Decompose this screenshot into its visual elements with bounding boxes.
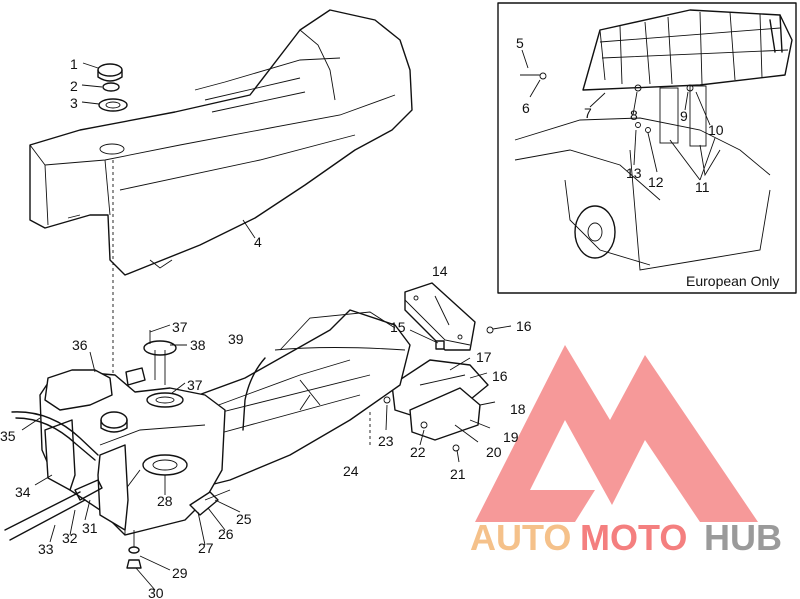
callout-37b: 37 bbox=[187, 377, 203, 393]
callout-10: 10 bbox=[708, 122, 724, 138]
callout-23: 23 bbox=[378, 433, 394, 449]
callout-16a: 16 bbox=[516, 318, 532, 334]
callout-2: 2 bbox=[70, 78, 78, 94]
callout-3: 3 bbox=[70, 95, 78, 111]
fuel-tank-frame-assembly bbox=[4, 309, 411, 591]
watermark-auto: AUTO bbox=[470, 517, 571, 558]
callout-18: 18 bbox=[510, 401, 526, 417]
inset-caption: European Only bbox=[686, 273, 779, 289]
callout-11: 11 bbox=[695, 179, 710, 195]
callout-17: 17 bbox=[476, 349, 492, 365]
callout-38: 38 bbox=[190, 337, 206, 353]
callout-34: 34 bbox=[15, 484, 31, 500]
callout-27: 27 bbox=[198, 540, 214, 556]
plate-bracket-assembly bbox=[383, 282, 512, 463]
callout-21: 21 bbox=[450, 466, 466, 482]
callout-6: 6 bbox=[522, 100, 530, 116]
callout-36: 36 bbox=[72, 337, 88, 353]
callout-37a: 37 bbox=[172, 319, 188, 335]
callout-1: 1 bbox=[70, 56, 78, 72]
callout-31: 31 bbox=[82, 520, 98, 536]
inset-european-rack bbox=[497, 2, 797, 294]
seat-drawing bbox=[29, 9, 413, 276]
fuel-cap-assembly bbox=[81, 62, 128, 390]
callout-7: 7 bbox=[584, 105, 592, 121]
callout-32: 32 bbox=[62, 530, 78, 546]
callout-24: 24 bbox=[343, 463, 359, 479]
callout-19: 19 bbox=[503, 429, 519, 445]
callout-28: 28 bbox=[157, 493, 173, 509]
callout-13: 13 bbox=[626, 165, 642, 181]
callout-12: 12 bbox=[648, 174, 664, 190]
callout-35: 35 bbox=[0, 428, 16, 444]
callout-labels: 1 2 3 4 5 6 7 8 9 10 11 12 13 14 15 16 1… bbox=[0, 35, 724, 599]
callout-9: 9 bbox=[680, 108, 688, 124]
callout-33: 33 bbox=[38, 541, 54, 557]
callout-20: 20 bbox=[486, 444, 502, 460]
callout-5: 5 bbox=[516, 35, 524, 51]
callout-26: 26 bbox=[218, 526, 234, 542]
callout-8: 8 bbox=[630, 107, 638, 123]
callout-14: 14 bbox=[432, 263, 448, 279]
callout-29: 29 bbox=[172, 565, 188, 581]
callout-30: 30 bbox=[148, 585, 164, 599]
watermark-moto: MOTO bbox=[580, 517, 687, 558]
callout-25: 25 bbox=[236, 511, 252, 527]
watermark-logo bbox=[475, 345, 758, 522]
callout-15: 15 bbox=[390, 319, 406, 335]
watermark-hub: HUB bbox=[704, 517, 782, 558]
callout-22: 22 bbox=[410, 444, 426, 460]
callout-39: 39 bbox=[228, 331, 244, 347]
callout-16b: 16 bbox=[492, 368, 508, 384]
callout-4: 4 bbox=[254, 234, 262, 250]
watermark-text: AUTO MOTO HUB bbox=[470, 517, 782, 558]
